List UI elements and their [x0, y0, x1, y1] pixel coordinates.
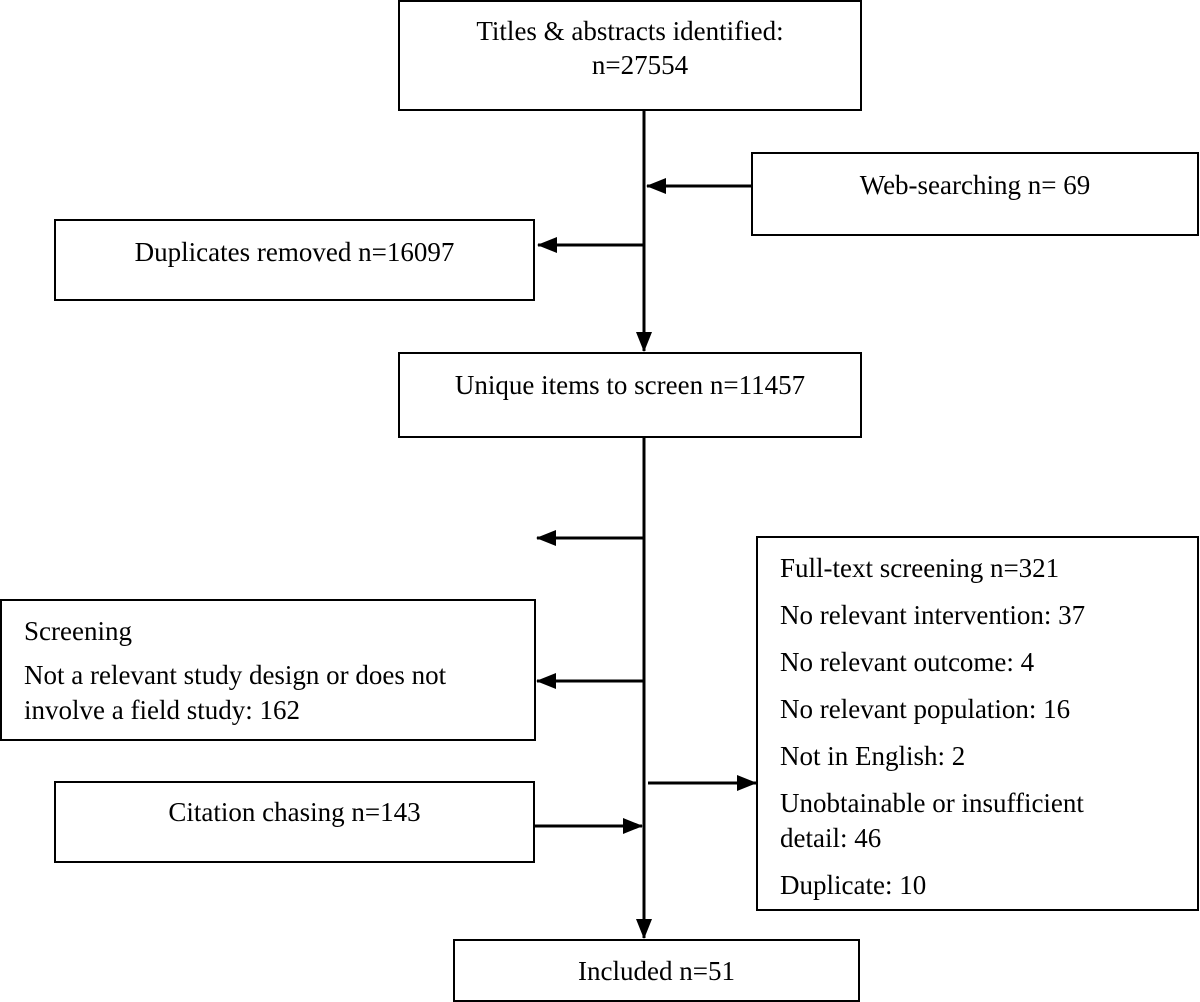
screening-box: Screening Not a relevant study design or…	[0, 599, 536, 741]
unique-items-box: Unique items to screen n=11457	[398, 352, 862, 438]
full-text-item: Unobtainable or insufficient	[780, 788, 1084, 818]
duplicates-removed-box: Duplicates removed n=16097	[54, 219, 535, 301]
screening-line2: involve a field study: 162	[24, 695, 300, 725]
duplicates-removed-label: Duplicates removed n=16097	[134, 237, 455, 267]
unique-items-label: Unique items to screen n=11457	[454, 370, 806, 400]
full-text-box: Full-text screening n=321 No relevant in…	[756, 536, 1199, 911]
citation-chasing-label: Citation chasing n=143	[168, 797, 421, 827]
full-text-item: detail: 46	[780, 823, 882, 853]
full-text-item: No relevant intervention: 37	[780, 600, 1086, 630]
full-text-item: Not in English: 2	[780, 741, 966, 771]
full-text-item: Duplicate: 10	[780, 870, 927, 900]
identified-line2: n=27554	[591, 50, 689, 80]
identified-box: Titles & abstracts identified: n=27554	[398, 0, 862, 111]
identified-line1: Titles & abstracts identified:	[476, 16, 784, 46]
included-box: Included n=51	[453, 939, 860, 1002]
full-text-item: No relevant population: 16	[780, 694, 1071, 724]
web-searching-label: Web-searching n= 69	[859, 170, 1091, 200]
included-label: Included n=51	[578, 956, 735, 986]
full-text-heading: Full-text screening n=321	[780, 553, 1060, 583]
screening-line1: Not a relevant study design or does not	[24, 660, 447, 690]
full-text-item: No relevant outcome: 4	[780, 647, 1035, 677]
screening-heading: Screening	[24, 616, 132, 646]
citation-chasing-box: Citation chasing n=143	[54, 781, 535, 863]
web-searching-box: Web-searching n= 69	[751, 152, 1199, 236]
